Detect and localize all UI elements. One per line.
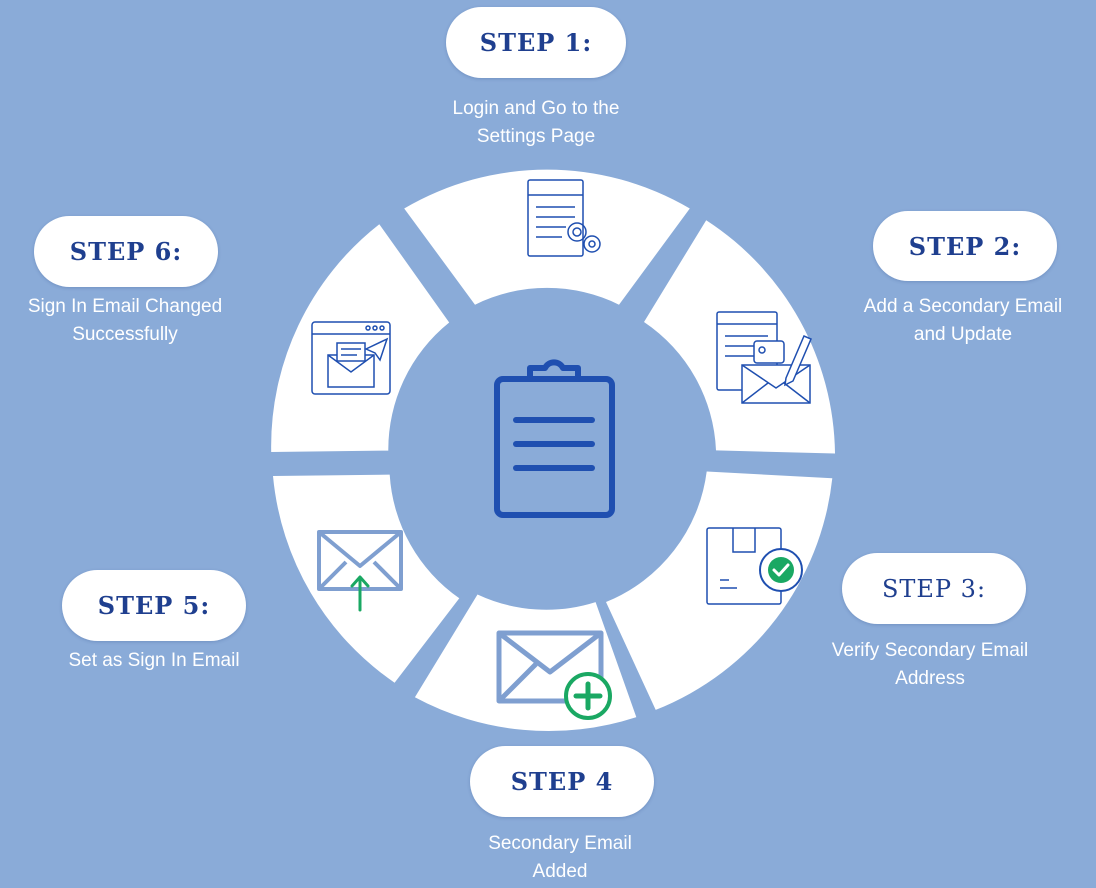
step-2-badge: STEP 2: [873, 211, 1057, 281]
step-5-description: Set as Sign In Email [20, 647, 288, 675]
step-4-description-line-2: Added [532, 861, 588, 882]
email-edit-icon [716, 311, 812, 404]
step-6-badge: STEP 6: [34, 216, 218, 287]
segment-step-5 [273, 474, 460, 683]
step-1-description-line-2: Settings Page [476, 126, 596, 147]
step-5-badge: STEP 5: [62, 570, 246, 641]
email-add-icon [496, 630, 612, 720]
clipboard-icon [494, 359, 615, 518]
step-3-badge: STEP 3: [842, 553, 1026, 624]
step-1-description: Login and Go to the Settings Page [380, 95, 692, 151]
step-2-description-line-1: Add a Secondary Email [863, 296, 1063, 317]
step-6-description-line-1: Sign In Email Changed [27, 296, 223, 317]
step-3-description-line-1: Verify Secondary Email [831, 640, 1029, 661]
segment-step-6 [271, 224, 450, 452]
step-2-description: Add a Secondary Email and Update [830, 293, 1096, 349]
step-1-description-line-1: Login and Go to the [452, 98, 620, 119]
step-3-description: Verify Secondary Email Address [790, 637, 1070, 693]
step-3-description-line-2: Address [895, 668, 965, 689]
email-upload-icon [317, 530, 403, 612]
step-5-description-line-1: Set as Sign In Email [68, 650, 240, 671]
step-4-description: Secondary Email Added [420, 830, 700, 886]
step-1-badge: STEP 1: [446, 7, 626, 78]
segment-step-3 [606, 471, 833, 710]
email-sent-window-icon [311, 321, 391, 395]
step-2-description-line-2: and Update [913, 324, 1013, 345]
step-6-description: Sign In Email Changed Successfully [0, 293, 250, 349]
step-4-badge: STEP 4 [470, 746, 654, 817]
verified-package-icon [706, 527, 803, 605]
document-settings-icon [527, 179, 601, 257]
step-4-description-line-1: Secondary Email [488, 833, 632, 854]
step-6-description-line-2: Successfully [72, 324, 178, 345]
wheel-segments [271, 169, 835, 732]
